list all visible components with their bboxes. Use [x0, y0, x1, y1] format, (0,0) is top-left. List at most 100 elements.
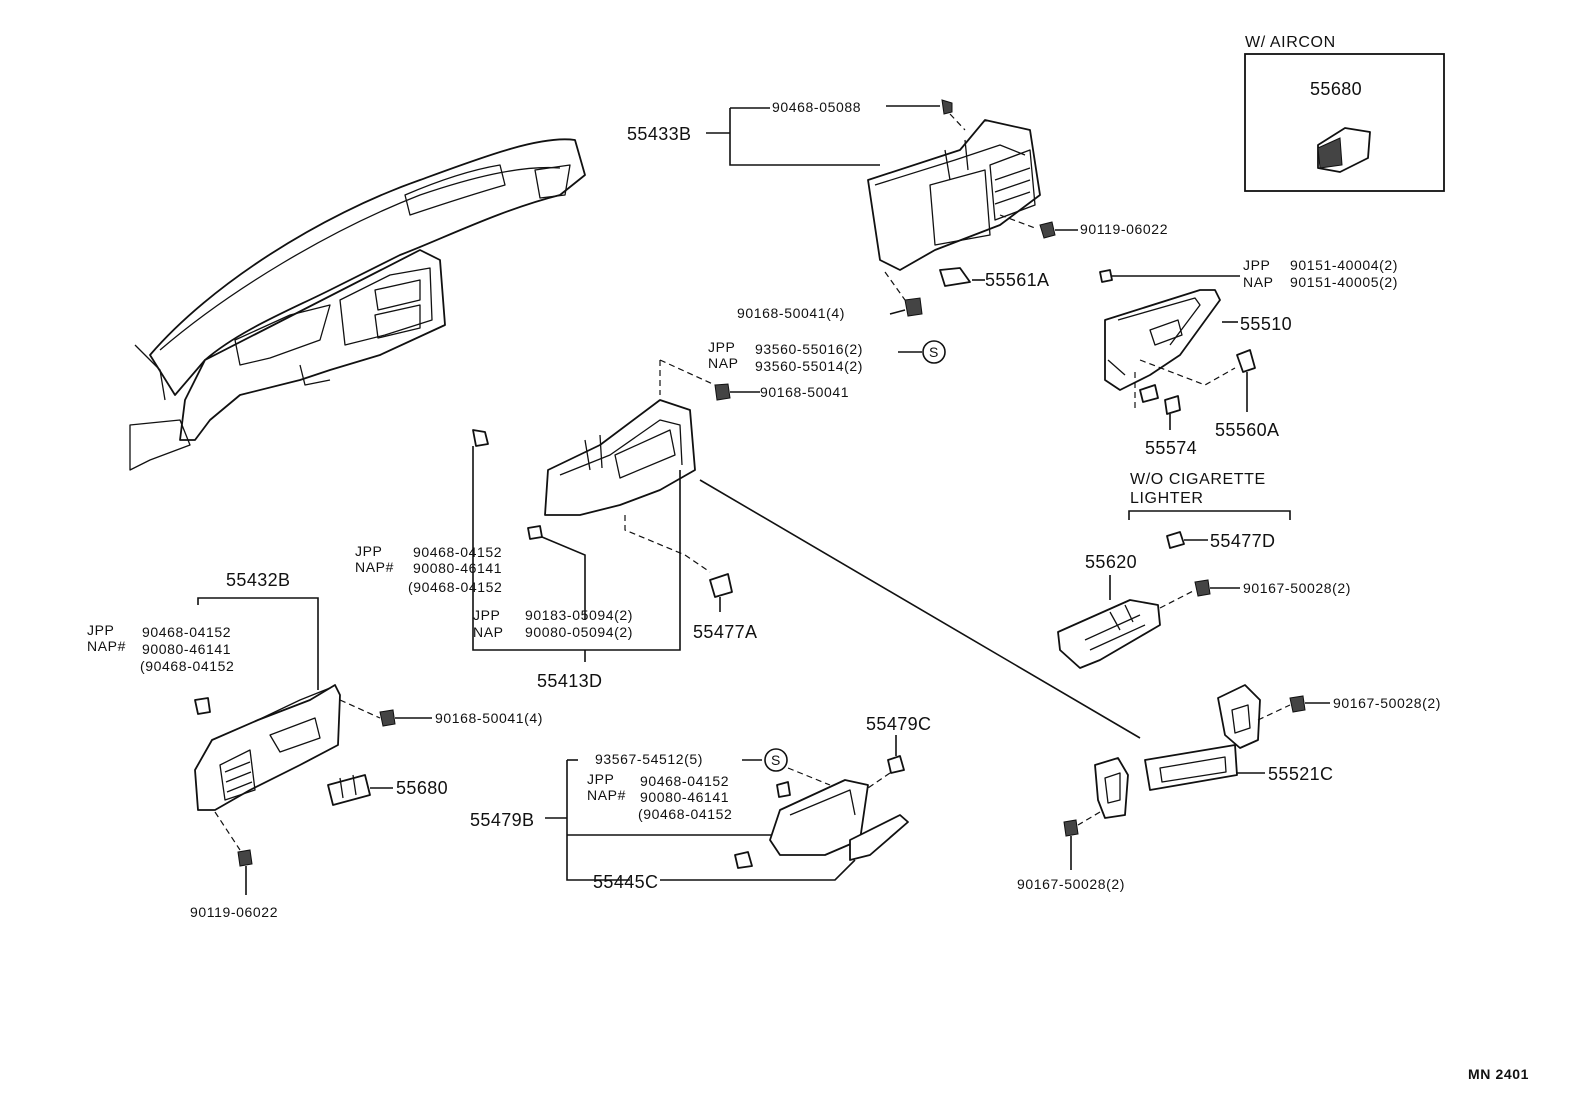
ashtray-55620-drawing [1057, 599, 1161, 669]
center-bracket-drawing [544, 399, 696, 516]
label-paren-mid: (90468-04152 [408, 579, 502, 595]
glove-box-drawing [1104, 289, 1221, 391]
screw-icon [1063, 819, 1079, 837]
screw-icon [1194, 579, 1211, 597]
aircon-inset: W/ AIRCON 55680 [1244, 34, 1445, 192]
label-jpp-93560: JPP [708, 339, 735, 355]
label-55413D: 55413D [537, 671, 602, 691]
aircon-part-label: 55680 [1310, 79, 1362, 99]
lower-bracket-55432B-drawing [194, 684, 341, 811]
s-symbol-icon [764, 748, 788, 772]
diagram-code: MN 2401 [1468, 1066, 1529, 1082]
screw-icon [714, 383, 731, 401]
label-55680-low: 55680 [396, 778, 448, 798]
label-55433B: 55433B [627, 124, 691, 144]
label-nap-90080: NAP [473, 624, 504, 640]
label-55445C: 55445C [593, 872, 658, 892]
ashtray-group [1057, 575, 1240, 669]
label-90119-06022-top: 90119-06022 [1080, 221, 1168, 237]
lower-cover-55445C-drawing [849, 814, 909, 861]
label-paren-left: (90468-04152 [140, 658, 234, 674]
label-90080-46141-bottom: 90080-46141 [640, 789, 729, 805]
label-90183-05094: 90183-05094(2) [525, 607, 633, 623]
clip-icon [194, 697, 211, 715]
glove-box-group [1099, 269, 1256, 430]
screw-icon [1039, 221, 1056, 239]
lower-cover-55479B-drawing [769, 779, 869, 856]
clip-55561A-drawing [939, 267, 971, 287]
label-90468-04152-bottom: 90468-04152 [640, 773, 729, 789]
label-90168-50041-mid: 90168-50041 [760, 384, 849, 400]
label-nap-bottom: NAP# [587, 787, 626, 803]
label-nap-far-left: NAP# [87, 638, 126, 654]
s-symbol-text: S [929, 344, 939, 360]
label-55574: 55574 [1145, 438, 1197, 458]
dashboard-panel-drawing [129, 138, 586, 471]
plug-55477D-drawing [1166, 531, 1185, 549]
clip-icon [527, 525, 543, 540]
label-55477A: 55477A [693, 622, 757, 642]
label-nap-left-mid: NAP# [355, 559, 394, 575]
label-90167-50028-a: 90167-50028(2) [1243, 580, 1351, 596]
label-90168-50041-4-low: 90168-50041(4) [435, 710, 543, 726]
clip-icon [734, 851, 753, 869]
plate-left-drawing [1094, 757, 1129, 819]
label-55477D: 55477D [1210, 531, 1275, 551]
label-90167-50028-b: 90167-50028(2) [1333, 695, 1441, 711]
clip-icon [941, 99, 953, 115]
label-90119-06022-low: 90119-06022 [190, 904, 278, 920]
screw-icon [237, 849, 253, 867]
pocket-55521C-drawing [1144, 744, 1238, 791]
plate-right-drawing [1217, 684, 1261, 749]
label-90468-05088: 90468-05088 [772, 99, 861, 115]
center-bracket-group [472, 359, 760, 662]
label-wo-cigarette: W/O CIGARETTE [1130, 471, 1266, 488]
label-93567-54512: 93567-54512(5) [595, 751, 703, 767]
label-55479C: 55479C [866, 714, 931, 734]
screw-icon [379, 709, 396, 727]
leader-line-long [699, 479, 1141, 739]
glove-box-frame-group [706, 99, 1078, 317]
label-93560-55016: 93560-55016(2) [755, 341, 863, 357]
bolt-icon [1164, 395, 1181, 415]
label-paren-bottom: (90468-04152 [638, 806, 732, 822]
aircon-label: W/ AIRCON [1245, 34, 1336, 51]
label-jpp-far-left: JPP [87, 622, 114, 638]
label-nap-90151: NAP [1243, 274, 1274, 290]
label-55432B: 55432B [226, 570, 290, 590]
label-90168-50041-4-top: 90168-50041(4) [737, 305, 845, 321]
label-jpp-bottom: JPP [587, 771, 614, 787]
aircon-inset-frame [1244, 53, 1445, 192]
bolt-icon [1139, 384, 1159, 403]
label-nap-93560: NAP [708, 355, 739, 371]
label-jpp-90183: JPP [473, 607, 500, 623]
label-90151-40005: 90151-40005(2) [1290, 274, 1398, 290]
label-55560A: 55560A [1215, 420, 1279, 440]
glove-box-frame-drawing [867, 119, 1041, 271]
label-55561A: 55561A [985, 270, 1049, 290]
label-55620: 55620 [1085, 552, 1137, 572]
label-90080-46141-mid: 90080-46141 [413, 560, 502, 576]
lower-bracket-group [194, 597, 432, 895]
label-55510: 55510 [1240, 314, 1292, 334]
s-symbol-text-bottom: S [771, 752, 781, 768]
latch-55560A-drawing [1236, 349, 1256, 373]
label-90080-05094: 90080-05094(2) [525, 624, 633, 640]
screw-icon [904, 297, 923, 317]
s-symbol-icon [922, 340, 946, 364]
label-93560-55014: 93560-55014(2) [755, 358, 863, 374]
label-90167-50028-c: 90167-50028(2) [1017, 876, 1125, 892]
label-90468-04152-left: 90468-04152 [142, 624, 231, 640]
screw-icon [1099, 269, 1113, 283]
screw-icon [1289, 695, 1306, 713]
label-jpp-90151: JPP [1243, 257, 1270, 273]
label-90080-46141-left: 90080-46141 [142, 641, 231, 657]
lower-cover-group: S [545, 735, 909, 881]
label-55479B: 55479B [470, 810, 534, 830]
clip-55479C-drawing [887, 755, 905, 774]
clip-icon [776, 781, 791, 798]
clip-55477A-drawing [709, 573, 733, 598]
label-jpp-left-mid: JPP [355, 543, 382, 559]
